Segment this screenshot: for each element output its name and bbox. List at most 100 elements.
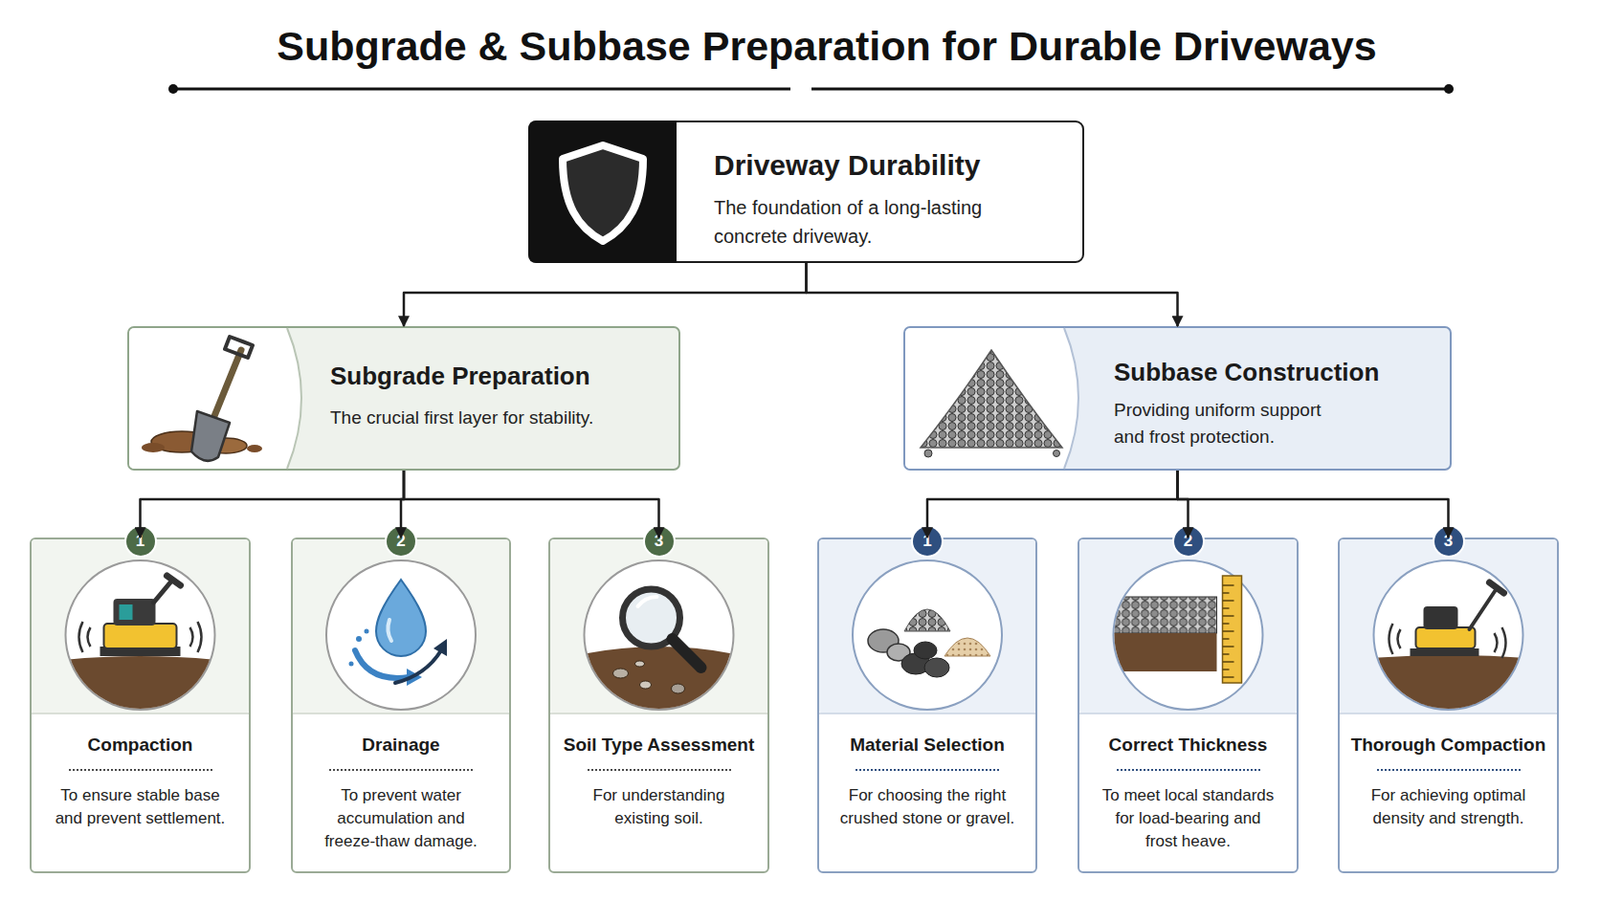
drainage-icon-part: [376, 579, 426, 657]
soil-inspection-icon-part: [584, 560, 734, 711]
card-panel-part: [1079, 712, 1297, 715]
gravel-pile-icon-part: [905, 328, 1079, 469]
drainage-icon-part: [326, 560, 476, 711]
materials-icon-part: [901, 653, 931, 675]
shovel-icon: [129, 328, 302, 469]
compactor-icon-part: [167, 576, 181, 586]
card-panel-part: [819, 712, 1036, 715]
card-panel-part: [1079, 539, 1297, 714]
node-heading: Correct Thickness: [1087, 733, 1289, 772]
compactor-icon-part: [113, 599, 156, 626]
soil-inspection-icon-part: [622, 589, 681, 647]
node-heading: Soil Type Assessment: [557, 733, 760, 772]
card-panel: [31, 539, 1557, 714]
node-heading: Drainage: [300, 733, 502, 772]
shovel-icon-part: [191, 411, 230, 462]
connector-arrow: [400, 470, 404, 538]
card-panel-part: [1339, 539, 1557, 714]
shovel-icon-part: [287, 328, 302, 469]
node-body: To meet local standards for load-bearing…: [1098, 784, 1278, 854]
gravel-pile-icon: [905, 328, 1079, 469]
connector-arrow: [140, 470, 405, 538]
node-body: The crucial first layer for stability.: [330, 404, 667, 432]
diagram-title: Subgrade & Subbase Preparation for Durab…: [212, 21, 1442, 71]
step-card: CompactionTo ensure stable base and prev…: [29, 537, 251, 874]
connector-arrow: [1177, 470, 1189, 538]
compactor-icon-part: [104, 623, 178, 649]
shovel-icon-part: [204, 438, 247, 454]
card-panel-part: [550, 539, 768, 714]
node-heading: Subgrade Preparation: [330, 360, 667, 392]
compactor-icon-part: [100, 646, 181, 657]
layer-thickness-icon: [1111, 560, 1264, 711]
node-body: To ensure stable base and prevent settle…: [50, 784, 230, 831]
compactor-icon-part: [154, 579, 174, 603]
layer-thickness-icon-part: [1222, 576, 1243, 684]
title-rule-part: [1444, 84, 1454, 94]
materials-icon-part: [924, 658, 950, 678]
compactor-icon: [1372, 560, 1526, 712]
layer-thickness-icon-part: [1111, 597, 1218, 634]
node-body: For achieving optimal density and streng…: [1358, 784, 1538, 831]
node-heading: Subbase Construction: [1113, 356, 1439, 388]
compactor-icon-part: [1416, 627, 1476, 649]
gravel-pile-icon-part: [1053, 450, 1061, 458]
connector-arrow: [927, 470, 1178, 538]
step-card: Soil Type AssessmentFor understanding ex…: [548, 537, 770, 874]
section-box: Subgrade PreparationThe crucial first la…: [127, 326, 681, 471]
connector-arrow: [1177, 470, 1449, 538]
drainage-icon-part: [406, 668, 423, 687]
drainage-icon-part: [433, 639, 447, 657]
compactor-icon: [64, 560, 218, 712]
drainage-icon: [326, 560, 476, 711]
node-heading: Thorough Compaction: [1347, 733, 1550, 772]
materials-icon: [852, 560, 1002, 711]
compactor-icon-part: [66, 560, 216, 711]
drainage-icon-part: [395, 650, 442, 684]
gravel-pile-icon-part: [920, 350, 1063, 448]
title-rule-part: [168, 84, 178, 94]
shovel-icon-part: [151, 431, 213, 453]
compactor-icon-part: [1374, 560, 1524, 711]
card-panel-part: [550, 712, 768, 715]
layer-thickness-icon: [1111, 597, 1218, 672]
title-rule: [168, 84, 1454, 94]
shovel-icon-part: [224, 336, 253, 358]
node-body: To prevent water accumulation and freeze…: [311, 784, 491, 854]
card-panel-part: [1339, 712, 1557, 715]
step-card: Correct Thickness To meet local standards…: [1077, 537, 1299, 874]
node-heading: Material Selection: [826, 733, 1028, 772]
compactor-icon-part: [1423, 606, 1459, 630]
card-panel-part: [31, 539, 249, 714]
shield-icon-part: [528, 120, 677, 264]
layer-thickness-icon-part: [1222, 585, 1235, 678]
node-body: For choosing the right crushed stone or …: [838, 784, 1018, 831]
card-panel-part: [819, 539, 1036, 714]
title-rule-part: [173, 88, 791, 91]
soil-inspection-icon-part: [638, 597, 658, 607]
card-panel-part: [292, 539, 510, 714]
root-box: Driveway DurabilityThe foundation of a l…: [528, 120, 1085, 264]
node-body: For understanding existing soil.: [569, 784, 749, 831]
drainage-icon-part: [364, 629, 370, 635]
shield-icon: [528, 120, 677, 264]
gravel-pile-icon-part: [1064, 328, 1079, 469]
soil-inspection-icon-part: [672, 639, 702, 668]
connector-arrow: [806, 263, 1178, 327]
compactor-icon-part: [119, 604, 134, 621]
layer-thickness-icon-part: [1111, 633, 1218, 672]
step-card: Thorough CompactionFor achieving optimal…: [1337, 537, 1559, 874]
compactor-icon-part: [1410, 648, 1480, 657]
compactor-icon-part: [1489, 582, 1505, 594]
soil-inspection-icon-part: [640, 681, 652, 689]
shovel-icon-part: [246, 444, 263, 453]
drainage-icon-part: [349, 662, 355, 667]
soil-inspection-icon-part: [635, 661, 645, 667]
node-body: The foundation of a long-lasting concret…: [713, 193, 1030, 251]
connector-arrow: [403, 470, 660, 538]
materials-icon-part: [944, 638, 991, 657]
section-box: Subbase ConstructionProviding uniform su…: [903, 326, 1452, 471]
materials-icon-part: [913, 642, 937, 660]
soil-inspection-icon: [582, 560, 736, 712]
